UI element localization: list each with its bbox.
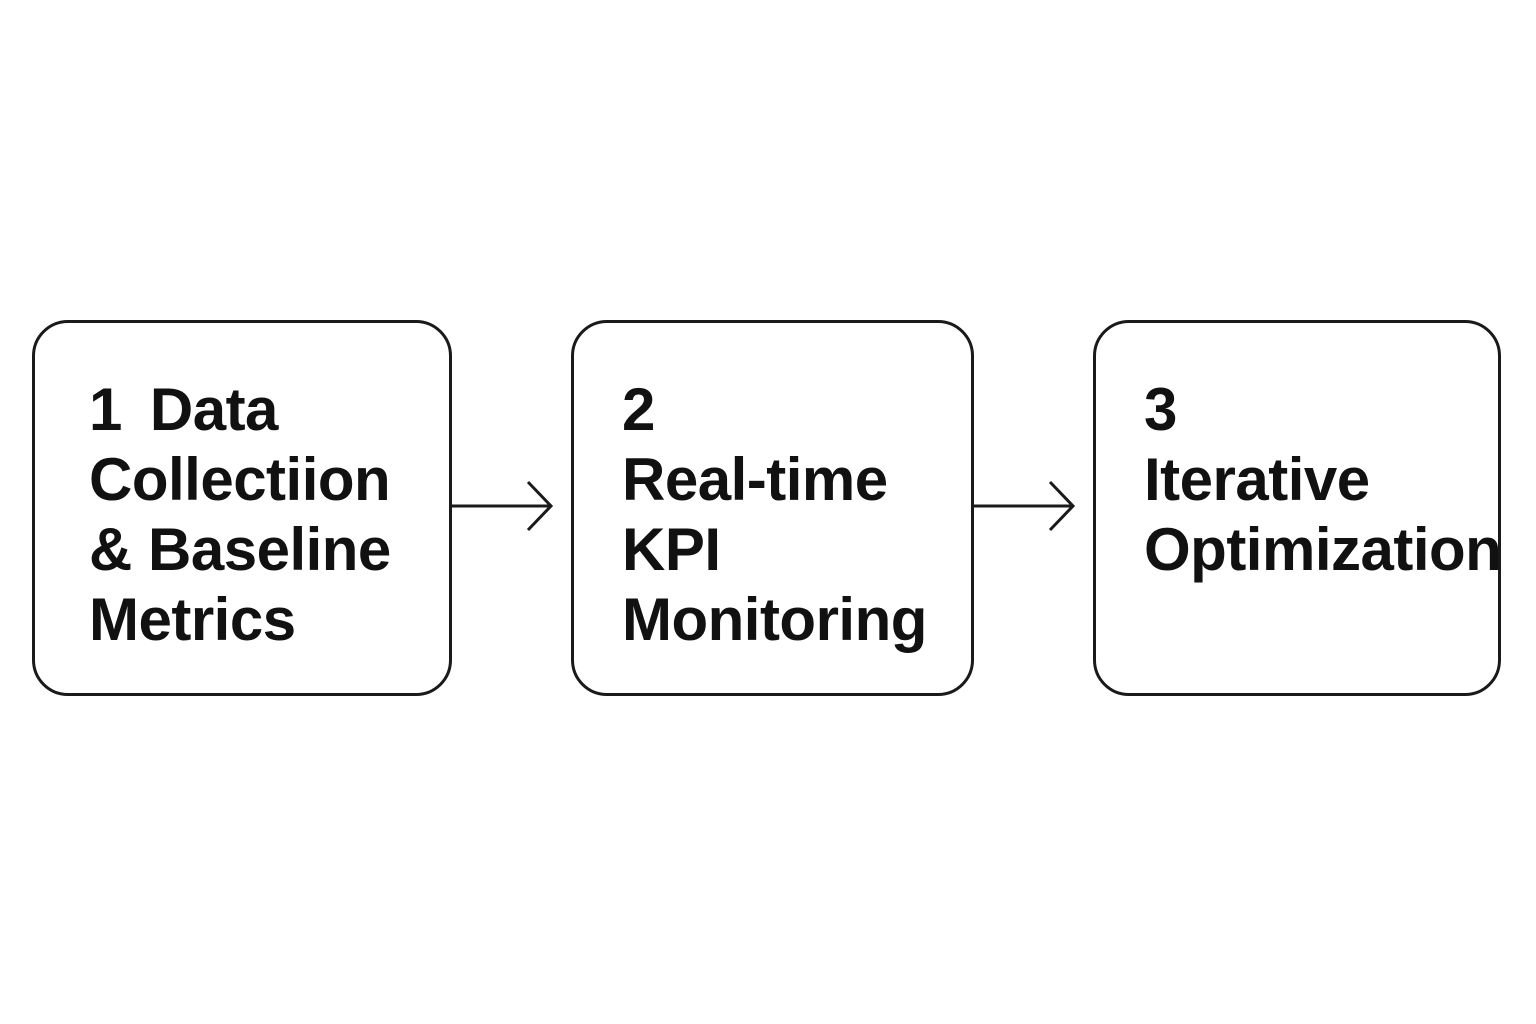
step-text: 3 Iterative Optimization: [1144, 375, 1502, 585]
step-number: 3: [1144, 376, 1177, 443]
step-label-line: Metrics: [89, 586, 296, 653]
step-first-line: 1 Data: [89, 375, 391, 445]
step-label-line: KPI: [622, 516, 721, 583]
step-label-line: Optimization: [1144, 516, 1502, 583]
step-label-line: Monitoring: [622, 586, 927, 653]
step-box-kpi-monitoring: 2 Real-time KPI Monitoring: [571, 320, 974, 696]
step-label-line: Iterative: [1144, 446, 1370, 513]
step-label-line: & Baseline: [89, 516, 391, 583]
step-text: 1 Data Collectiion & Baseline Metrics: [89, 375, 391, 655]
step-label-line: Collectiion: [89, 446, 391, 513]
arrow-right-icon: [452, 480, 554, 532]
step-number: 1: [89, 376, 122, 443]
step-box-iterative-optimization: 3 Iterative Optimization: [1093, 320, 1502, 696]
step-text: 2 Real-time KPI Monitoring: [622, 375, 927, 655]
step-box-data-collection: 1 Data Collectiion & Baseline Metrics: [32, 320, 452, 696]
step-label-line: Data: [149, 376, 279, 443]
step-label-line: Real-time: [622, 446, 888, 513]
step-number: 2: [622, 376, 655, 443]
arrow-right-icon: [974, 480, 1076, 532]
